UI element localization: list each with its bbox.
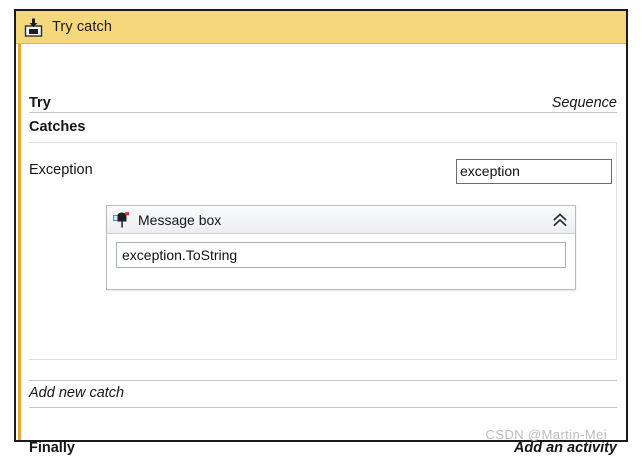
mailbox-icon — [113, 212, 130, 228]
try-catch-icon — [24, 18, 43, 37]
message-box-header[interactable]: Message box — [107, 206, 575, 234]
exception-row: Exception — [29, 157, 612, 185]
try-label: Try — [29, 95, 51, 112]
message-box-activity-card[interactable]: Message box — [106, 205, 576, 290]
chevron-double-up-icon[interactable] — [551, 212, 569, 228]
left-accent-stripe — [18, 44, 21, 440]
finally-add-activity-placeholder[interactable]: Add an activity — [513, 440, 617, 457]
catches-label: Catches — [29, 119, 86, 135]
activity-body: Try Sequence Catches Exception — [16, 44, 626, 456]
try-catch-activity-frame: Try catch Try Sequence Catches Exception — [14, 9, 628, 456]
exception-label: Exception — [29, 162, 93, 179]
finally-label: Finally — [29, 440, 75, 457]
try-section-row[interactable]: Try Sequence — [29, 86, 617, 113]
catch-block: Exception — [29, 142, 617, 360]
activity-title: Try catch — [52, 19, 112, 35]
add-new-catch-row[interactable]: Add new catch — [29, 380, 617, 408]
catches-header: Catches — [29, 118, 85, 140]
activity-title-bar[interactable]: Try catch — [16, 11, 626, 44]
watermark: CSDN @Martin-Mei — [485, 427, 607, 442]
activity-body-inner: Try Sequence Catches Exception — [29, 44, 617, 456]
message-box-title: Message box — [138, 211, 222, 228]
finally-section-row[interactable]: Finally Add an activity — [29, 436, 617, 462]
message-text-input[interactable] — [116, 242, 566, 268]
exception-type-input[interactable] — [456, 158, 612, 184]
add-new-catch-label: Add new catch — [29, 385, 125, 402]
message-box-body — [107, 234, 575, 268]
try-value-sequence[interactable]: Sequence — [551, 95, 617, 112]
